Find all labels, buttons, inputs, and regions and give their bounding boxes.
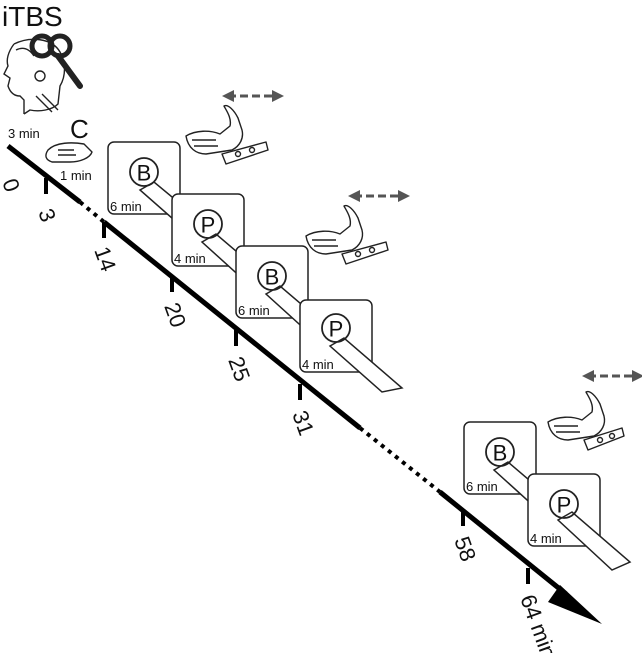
- diagram-title: iTBS: [2, 1, 63, 32]
- control-pre-duration: 3 min: [8, 126, 40, 141]
- tick-label: 3: [33, 205, 61, 225]
- block-letter: P: [329, 317, 344, 342]
- hand-keypad-icon: [305, 204, 389, 265]
- control-letter: C: [70, 114, 89, 144]
- tick-label: 25: [223, 353, 255, 385]
- tick-label: 20: [159, 299, 191, 331]
- head-coil-icon: [3, 33, 83, 115]
- timeline-axis: [6, 144, 602, 624]
- block-duration: 4 min: [530, 531, 562, 546]
- hand-rest-icon: [45, 142, 93, 163]
- block-duration: 4 min: [302, 357, 334, 372]
- tick-label: 58: [449, 533, 481, 565]
- control-duration: 1 min: [60, 168, 92, 183]
- tick-label: 0: [0, 175, 25, 195]
- block-p-3: P 4 min: [527, 473, 632, 571]
- block-letter: B: [493, 441, 508, 466]
- hand-keypad-icon: [547, 390, 625, 451]
- block-duration: 6 min: [238, 303, 270, 318]
- block-duration: 4 min: [174, 251, 206, 266]
- block-p-2: P 4 min: [299, 299, 404, 393]
- block-letter: P: [201, 213, 216, 238]
- block-letter: P: [557, 493, 572, 518]
- block-letter: B: [137, 161, 152, 186]
- timeline-ticks: [44, 178, 530, 584]
- tick-label: 31: [287, 407, 319, 439]
- hand-keypad-icon: [185, 104, 269, 165]
- block-letter: B: [265, 265, 280, 290]
- block-duration: 6 min: [110, 199, 142, 214]
- tick-label: 14: [89, 243, 121, 275]
- block-duration: 6 min: [466, 479, 498, 494]
- timeline-arrowhead: [548, 585, 602, 624]
